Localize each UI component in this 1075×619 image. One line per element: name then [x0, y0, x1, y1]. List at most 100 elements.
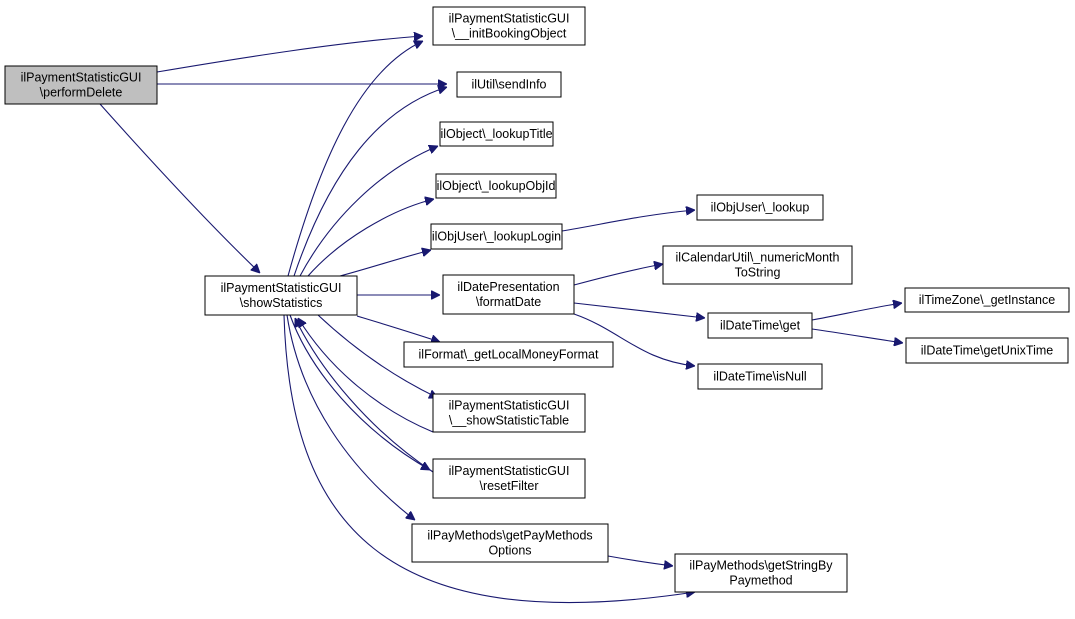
edge-resetFilter-to-showStatistics — [295, 318, 434, 473]
node-box — [430, 223, 563, 250]
edge-showStatistics-to-lookupObjId — [307, 199, 434, 277]
edge-arrow-path — [607, 555, 673, 566]
node-sendInfo[interactable]: ilUtil\sendInfo — [456, 71, 562, 98]
edge-showStatistics-to-getPayMethodsOptions — [286, 314, 415, 520]
edge-arrow-path — [811, 328, 903, 343]
edge-getPayMethodsOptions-to-getStringByPaymethod — [607, 555, 673, 566]
node-lookupLogin[interactable]: ilObjUser\_lookupLogin — [430, 223, 563, 250]
node-box — [432, 6, 586, 46]
node-label-line: ilPaymentStatisticGUI — [449, 464, 570, 478]
edge-showStatTable-to-showStatistics — [298, 318, 434, 433]
nodes-layer: ilPaymentStatisticGUI\performDeleteilPay… — [4, 6, 1070, 593]
edge-showStatistics-to-showStatTable — [317, 314, 438, 398]
node-initBookingObject[interactable]: ilPaymentStatisticGUI\__initBookingObjec… — [432, 6, 586, 46]
node-box — [674, 553, 848, 593]
edge-arrow-path — [573, 302, 705, 318]
edge-arrow-path — [283, 314, 695, 604]
node-label-line: \performDelete — [40, 86, 123, 100]
node-label-line: ilPayMethods\getStringBy — [689, 559, 833, 573]
node-label-line: ilDateTime\getUnixTime — [921, 344, 1053, 358]
node-label-line: ilCalendarUtil\_numericMonth — [676, 251, 840, 265]
edge-arrow-path — [289, 314, 430, 470]
node-box — [439, 121, 554, 147]
edge-arrow-path — [298, 318, 434, 433]
node-box — [4, 65, 158, 105]
node-box — [697, 363, 823, 390]
node-label-line: ilObject\_lookupObjId — [437, 179, 556, 193]
edge-arrow-path — [307, 199, 434, 277]
node-label-line: ilDateTime\get — [720, 319, 801, 333]
node-box — [696, 194, 824, 221]
node-getInstance[interactable]: ilTimeZone\_getInstance — [904, 287, 1070, 313]
edge-performDelete-to-initBookingObject — [156, 36, 423, 73]
node-label-line: ToString — [735, 266, 781, 280]
node-dtGet[interactable]: ilDateTime\get — [707, 312, 813, 339]
edge-arrow-path — [287, 41, 423, 277]
node-label-line: ilFormat\_getLocalMoneyFormat — [419, 348, 599, 362]
edge-showStatistics-to-lookupTitle — [299, 146, 438, 277]
node-label-line: \showStatistics — [240, 296, 323, 310]
node-box — [411, 523, 609, 563]
node-label-line: ilPaymentStatisticGUI — [221, 281, 342, 295]
node-formatDate[interactable]: ilDatePresentation\formatDate — [442, 274, 575, 315]
node-getUnixTime[interactable]: ilDateTime\getUnixTime — [905, 337, 1069, 364]
node-performDelete[interactable]: ilPaymentStatisticGUI\performDelete — [4, 65, 158, 105]
edge-dtGet-to-getInstance — [811, 303, 902, 321]
edge-showStatistics-to-lookupLogin — [339, 250, 431, 277]
node-label-line: ilPaymentStatisticGUI — [449, 399, 570, 413]
edges-layer — [99, 36, 903, 604]
node-label-line: ilUtil\sendInfo — [471, 78, 546, 92]
node-label-line: ilPayMethods\getPayMethods — [427, 529, 592, 543]
edge-showStatistics-to-sendInfo — [293, 87, 447, 277]
edge-showStatistics-to-initBookingObject — [287, 41, 423, 277]
node-box — [204, 275, 358, 316]
edge-dtGet-to-getUnixTime — [811, 328, 903, 343]
node-isNull[interactable]: ilDateTime\isNull — [697, 363, 823, 390]
node-localMoney[interactable]: ilFormat\_getLocalMoneyFormat — [403, 341, 614, 368]
edge-lookupLogin-to-lookup — [561, 210, 695, 232]
node-box — [707, 312, 813, 339]
edge-arrow-path — [811, 303, 902, 321]
node-label-line: Options — [488, 544, 531, 558]
edge-formatDate-to-isNull — [573, 313, 695, 366]
edge-arrow-path — [99, 103, 260, 273]
edge-arrow-path — [156, 36, 423, 73]
edge-arrow-path — [573, 313, 695, 366]
node-box — [456, 71, 562, 98]
node-resetFilter[interactable]: ilPaymentStatisticGUI\resetFilter — [432, 458, 586, 499]
edge-arrow-path — [299, 146, 438, 277]
node-label-line: ilDatePresentation — [457, 280, 559, 294]
edge-arrow-path — [286, 314, 415, 520]
edge-arrow-path — [293, 87, 447, 277]
node-label-line: \formatDate — [476, 295, 541, 309]
node-label-line: ilDateTime\isNull — [713, 370, 806, 384]
edge-formatDate-to-dtGet — [573, 302, 705, 318]
edge-arrow-path — [356, 315, 440, 342]
node-label-line: \resetFilter — [479, 479, 538, 493]
node-box — [904, 287, 1070, 313]
node-lookupObjId[interactable]: ilObject\_lookupObjId — [435, 173, 557, 199]
node-lookup[interactable]: ilObjUser\_lookup — [696, 194, 824, 221]
edge-arrow-path — [339, 250, 431, 277]
node-label-line: \__showStatisticTable — [449, 414, 569, 428]
node-showStatistics[interactable]: ilPaymentStatisticGUI\showStatistics — [204, 275, 358, 316]
node-box — [403, 341, 614, 368]
node-label-line: ilObject\_lookupTitle — [440, 127, 552, 141]
node-label-line: ilObjUser\_lookupLogin — [432, 230, 561, 244]
node-box — [905, 337, 1069, 364]
edge-formatDate-to-numericMonth — [573, 264, 663, 286]
node-box — [435, 173, 557, 199]
edge-arrow-path — [317, 314, 438, 398]
edge-showStatistics-to-resetFilter — [289, 314, 430, 470]
edge-showStatistics-to-localMoney — [356, 315, 440, 342]
node-showStatTable[interactable]: ilPaymentStatisticGUI\__showStatisticTab… — [432, 393, 586, 433]
node-label-line: \__initBookingObject — [452, 27, 567, 41]
edge-showStatistics-to-getStringByPaymethod — [283, 314, 695, 604]
node-lookupTitle[interactable]: ilObject\_lookupTitle — [439, 121, 554, 147]
node-box — [432, 458, 586, 499]
node-label-line: Paymethod — [729, 574, 792, 588]
